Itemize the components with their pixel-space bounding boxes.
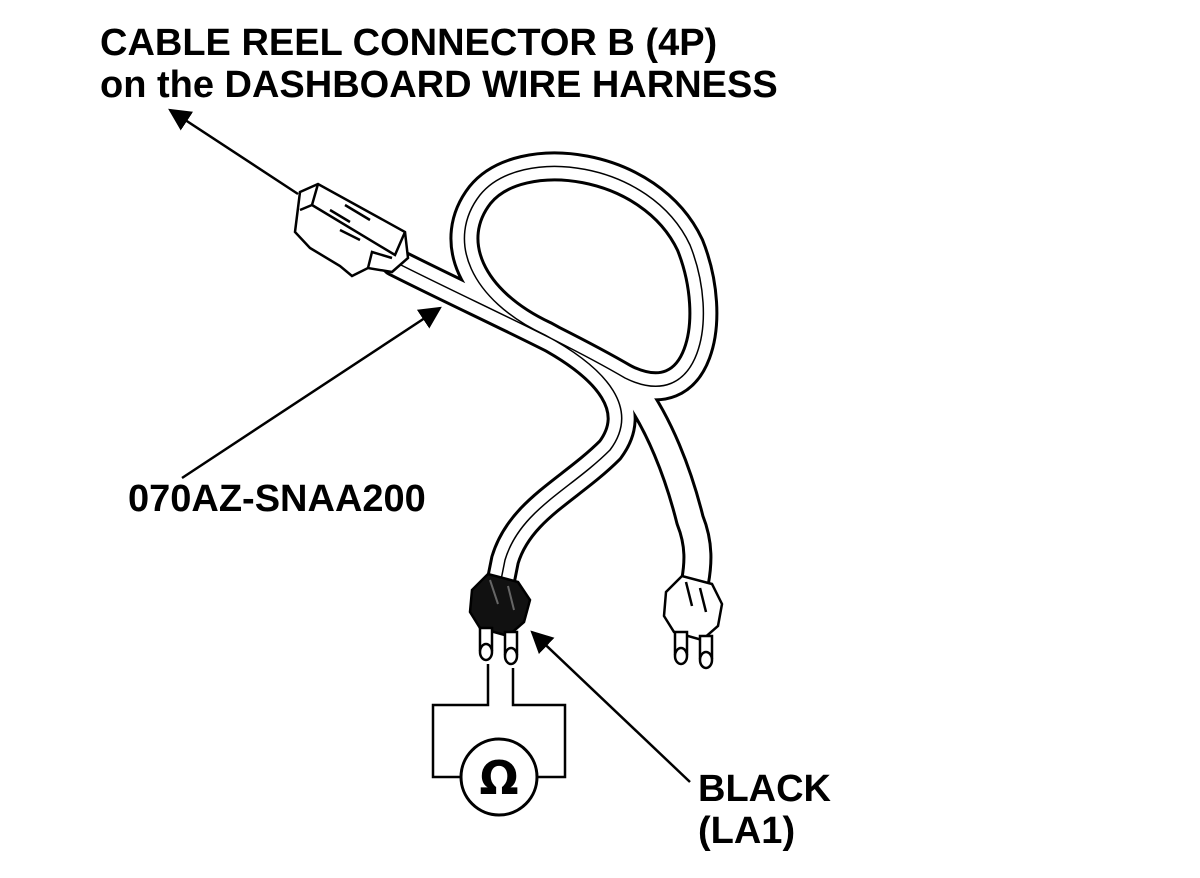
ohm-symbol: Ω (479, 751, 518, 805)
black-plug-la1 (468, 572, 532, 666)
connector-label-line1: CABLE REEL CONNECTOR B (4P) (100, 22, 718, 64)
connector-label-line2: on the DASHBOARD WIRE HARNESS (100, 64, 778, 106)
leader-arrows (168, 108, 691, 783)
harness-cable (380, 151, 719, 600)
black-plug-label-line2: (LA1) (698, 810, 796, 852)
connector-label: CABLE REEL CONNECTOR B (4P) on the DASHB… (100, 22, 778, 106)
ohmmeter: Ω (459, 737, 539, 817)
part-number-text: 070AZ-SNAA200 (128, 478, 426, 520)
part-number-leader-arrow (181, 306, 442, 480)
cable-reel-connector-b (293, 182, 410, 278)
black-plug-leader-arrow (530, 630, 691, 783)
white-plug (662, 574, 724, 670)
ohmmeter-circuit (431, 664, 567, 779)
black-plug-label-line1: BLACK (698, 768, 831, 810)
part-number-label: 070AZ-SNAA200 (128, 478, 426, 520)
black-plug-label: BLACK (LA1) (698, 768, 831, 852)
connector-leader-arrow (168, 108, 299, 196)
